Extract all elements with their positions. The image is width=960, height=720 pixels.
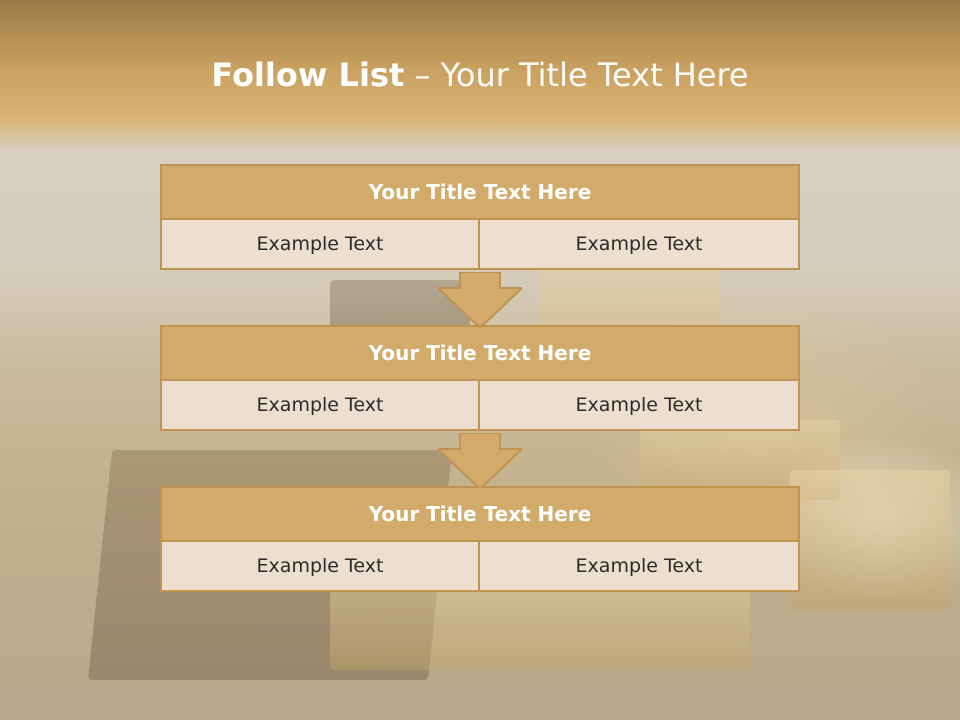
block-title: Your Title Text Here	[160, 164, 800, 220]
block-cell-left: Example Text	[160, 381, 480, 431]
block-title: Your Title Text Here	[160, 325, 800, 381]
arrow-down-icon	[438, 272, 522, 328]
slide-title-bold: Follow List	[211, 56, 405, 94]
block-cell-right: Example Text	[480, 542, 800, 592]
list-block-2: Your Title Text Here Example Text Exampl…	[160, 325, 800, 431]
block-row: Example Text Example Text	[160, 542, 800, 592]
block-title: Your Title Text Here	[160, 486, 800, 542]
block-cell-left: Example Text	[160, 542, 480, 592]
block-cell-right: Example Text	[480, 220, 800, 270]
list-block-1: Your Title Text Here Example Text Exampl…	[160, 164, 800, 270]
slide-title: Follow List – Your Title Text Here	[0, 56, 960, 94]
block-row: Example Text Example Text	[160, 220, 800, 270]
block-cell-left: Example Text	[160, 220, 480, 270]
list-block-3: Your Title Text Here Example Text Exampl…	[160, 486, 800, 592]
slide-title-rest: – Your Title Text Here	[404, 56, 749, 94]
block-cell-right: Example Text	[480, 381, 800, 431]
block-row: Example Text Example Text	[160, 381, 800, 431]
arrow-down-icon	[438, 433, 522, 489]
